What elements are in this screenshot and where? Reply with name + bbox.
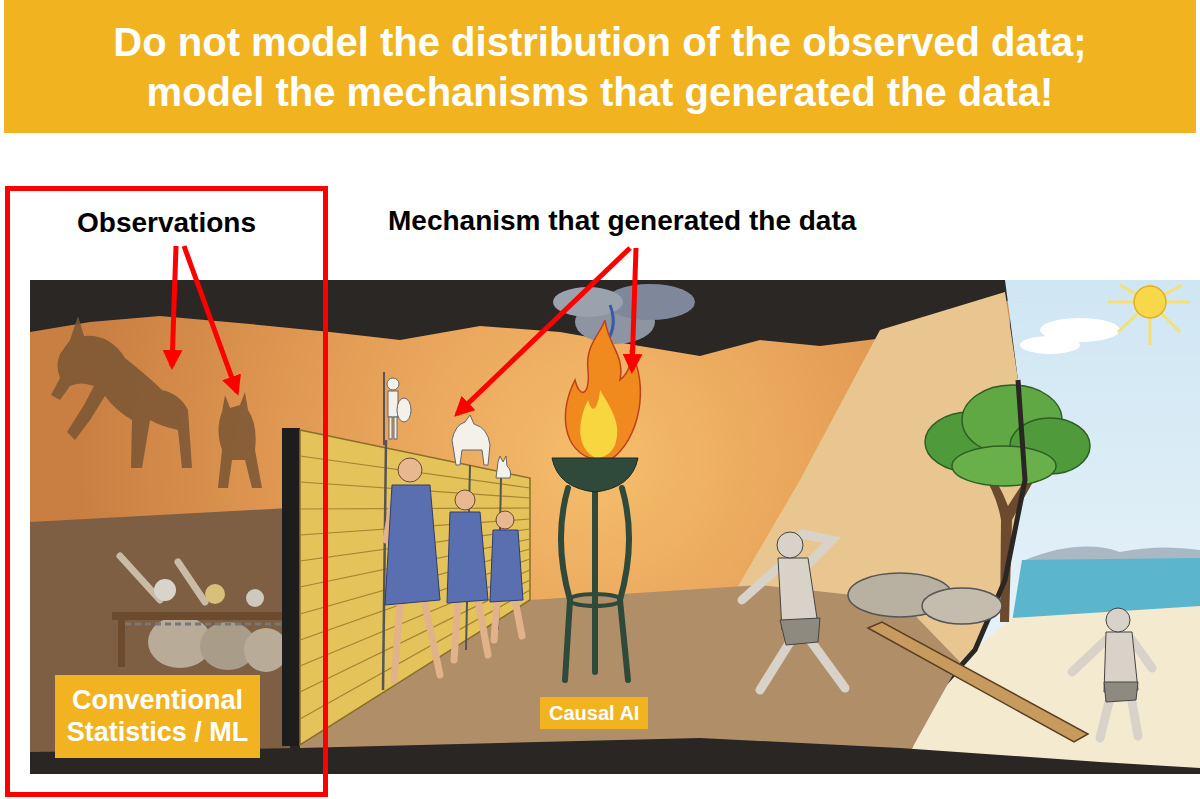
freed-prisoners [742, 532, 1152, 738]
fire-brazier [552, 284, 695, 680]
title-text: Do not model the distribution of the obs… [80, 17, 1120, 117]
brick-wall [282, 428, 530, 746]
region-frame: ObservationsConventional Statistics / ML [5, 186, 328, 797]
box-label: Conventional Statistics / ML [63, 684, 252, 749]
box-label: Causal AI [549, 701, 639, 725]
bearers [383, 440, 523, 690]
outside-landscape [900, 280, 1200, 770]
prisoners [112, 556, 290, 672]
cave-background [30, 280, 1200, 772]
category-tag: Conventional Statistics / ML [55, 675, 260, 758]
callout-label: Mechanism that generated the data [388, 205, 856, 237]
region-label: Observations [10, 207, 323, 239]
leader-arrows [172, 246, 636, 414]
title-band: Do not model the distribution of the obs… [4, 0, 1196, 133]
category-tag: Causal AI [540, 697, 648, 729]
wall-shadows [51, 316, 262, 488]
cave-floor [30, 508, 1200, 774]
